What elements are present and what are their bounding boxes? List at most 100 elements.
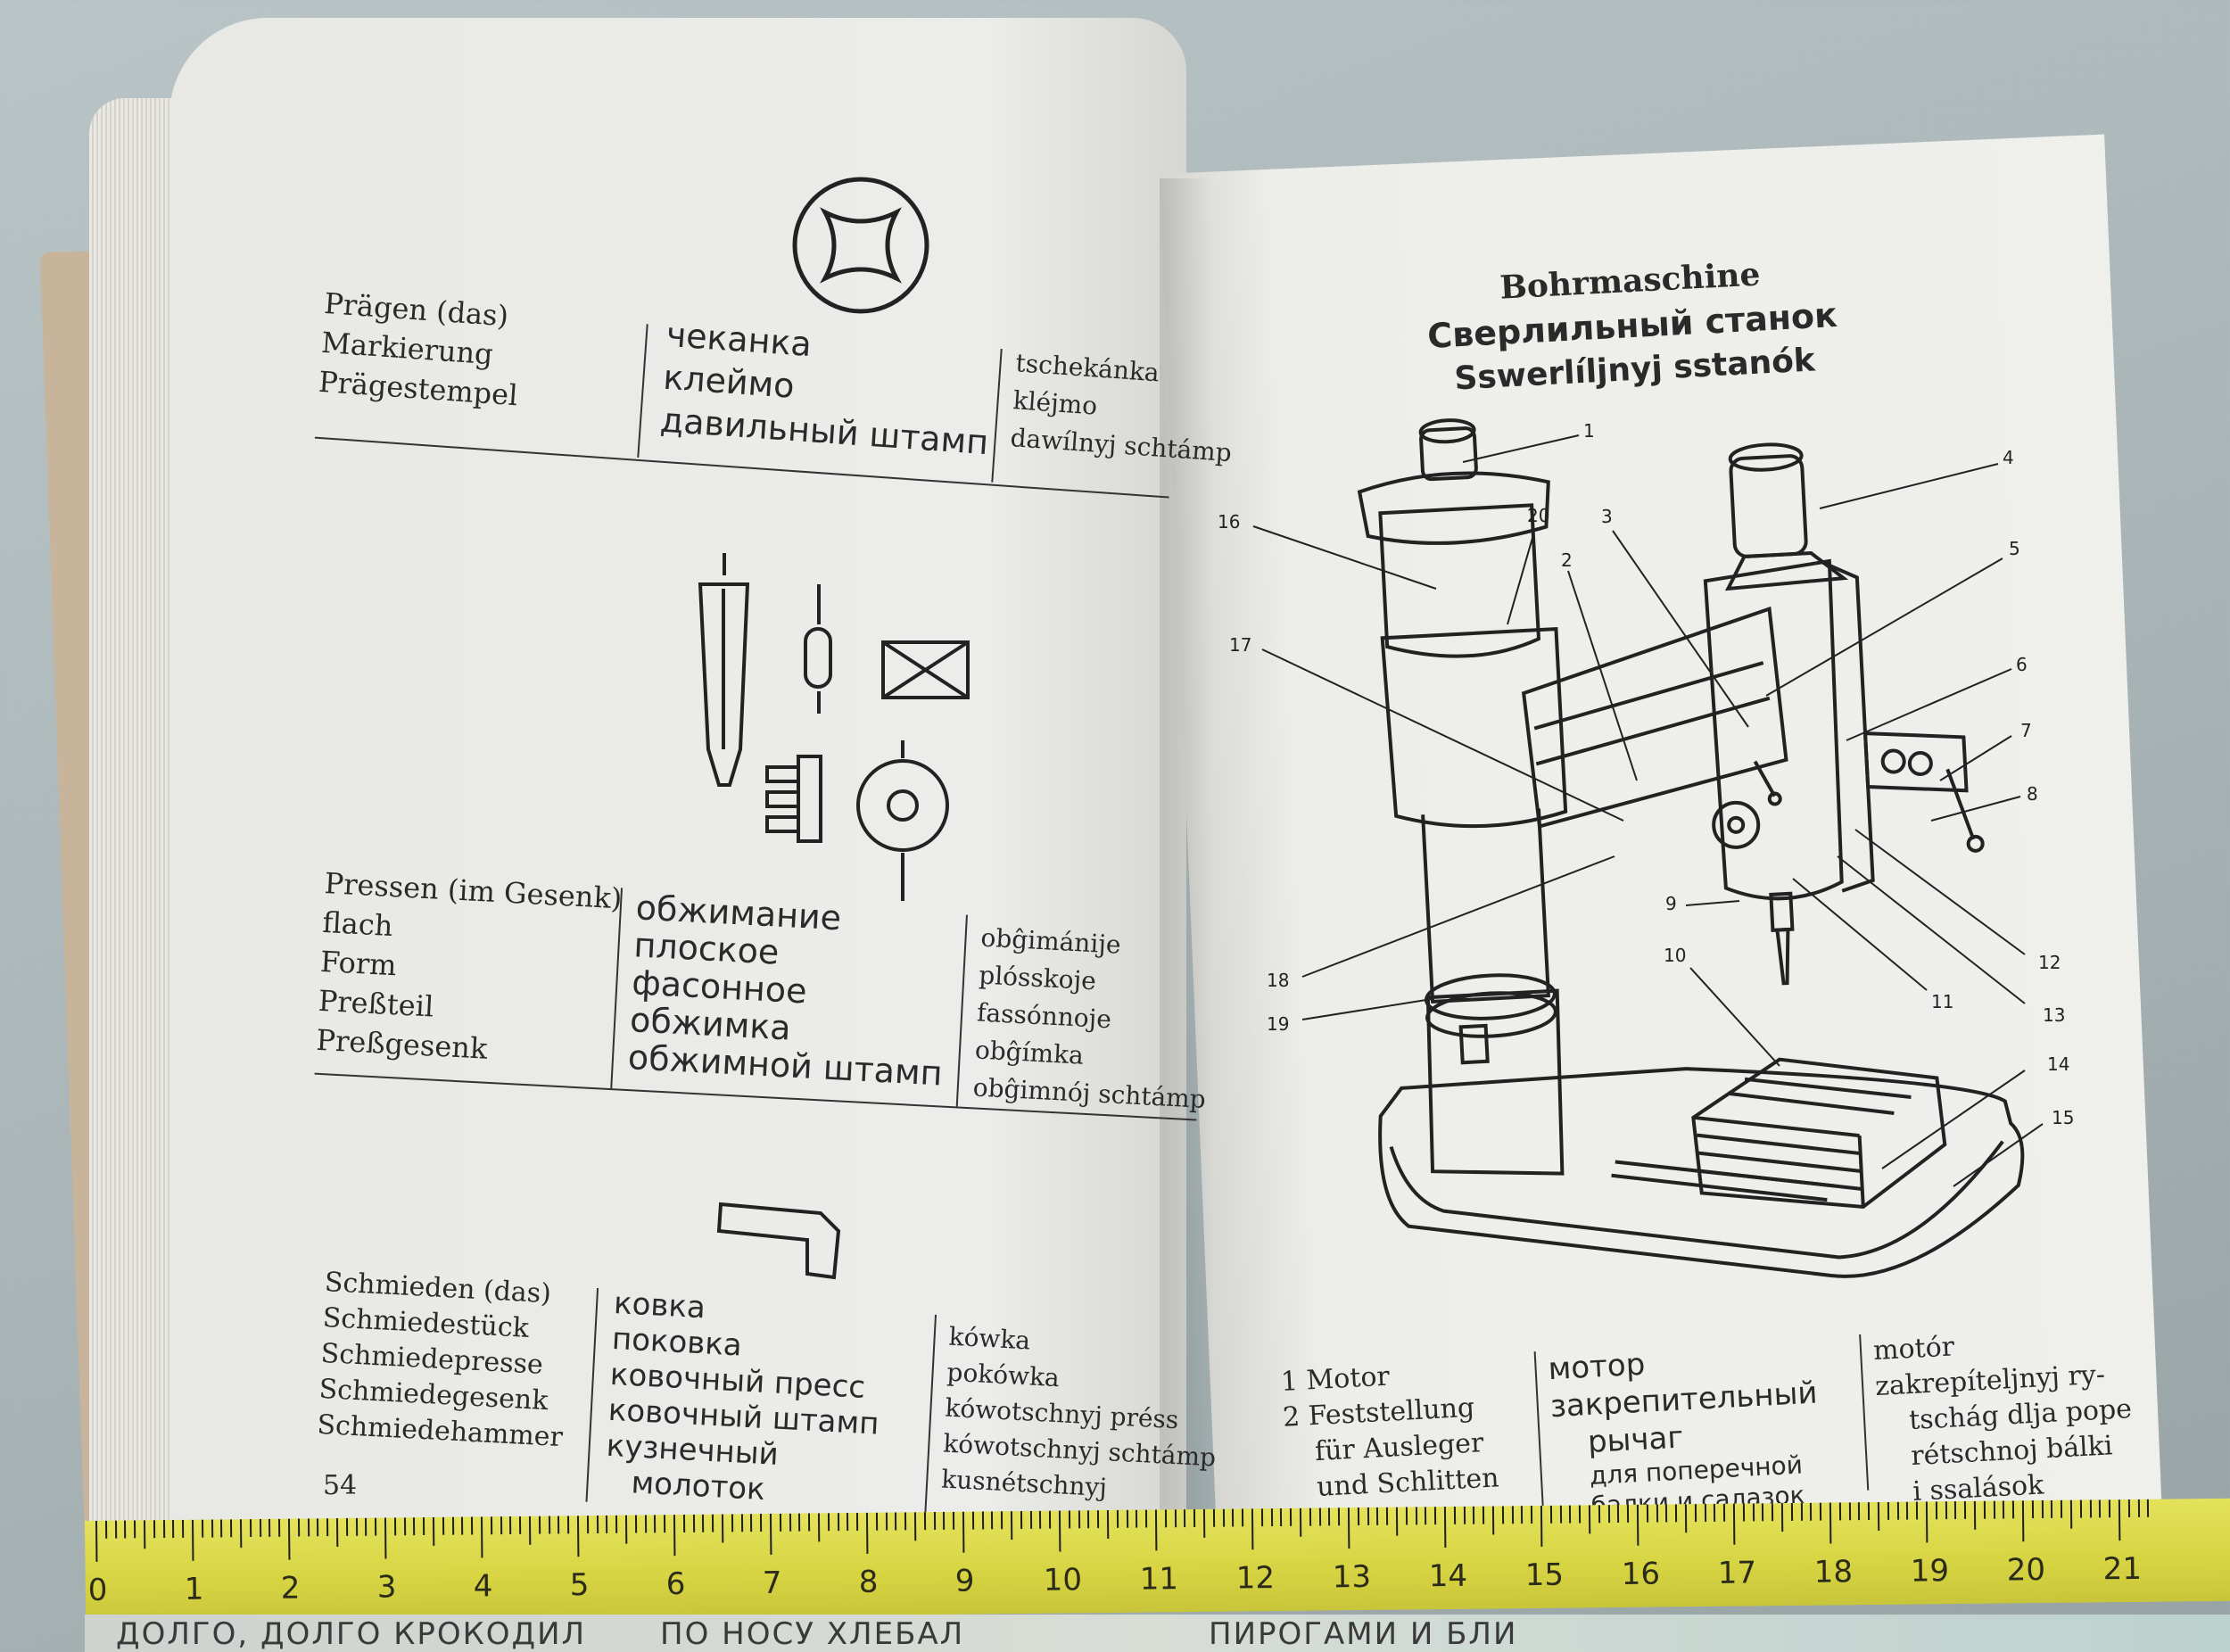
- ruler-tick: [827, 1513, 830, 1532]
- ruler-tick: [1078, 1510, 1080, 1529]
- control-panel: [1862, 731, 1969, 793]
- ruler-tick: [740, 1514, 743, 1532]
- ruler-tick: [1829, 1502, 1832, 1544]
- ruler-tick: [1887, 1501, 1889, 1520]
- ruler-number: 4: [473, 1568, 493, 1605]
- ruler-tick: [375, 1517, 377, 1536]
- ruler-tick: [1694, 1504, 1697, 1523]
- ruler-tick: [1896, 1501, 1899, 1520]
- ruler-tick: [480, 1516, 483, 1558]
- ruler-tick: [249, 1519, 252, 1538]
- ruler-tick: [1569, 1505, 1572, 1524]
- ruler-tick: [682, 1514, 685, 1532]
- ruler-tick: [837, 1513, 839, 1532]
- ruler-tick: [162, 1520, 165, 1539]
- ruler-tick: [2031, 1500, 2034, 1519]
- ruler-tick: [1559, 1505, 1562, 1524]
- ruler-tick: [134, 1520, 136, 1539]
- ruler-tick: [1415, 1507, 1417, 1525]
- ruler-tick: [1810, 1502, 1813, 1521]
- ruler-tick: [1491, 1506, 1495, 1535]
- callout-15: 15: [2052, 1107, 2074, 1128]
- ruler-tick: [634, 1515, 637, 1533]
- ruler-tick: [596, 1515, 599, 1533]
- ruler-tick: [1723, 1503, 1726, 1522]
- callout-14: 14: [2047, 1053, 2069, 1075]
- ruler-tick: [885, 1512, 888, 1531]
- ruler-tick: [1964, 1500, 1967, 1519]
- ruler-tick: [393, 1517, 396, 1536]
- ruler-tick: [1838, 1502, 1841, 1521]
- ruler-number: 6: [665, 1565, 686, 1603]
- ruler-tick: [172, 1519, 175, 1538]
- ruler-tick: [1531, 1506, 1533, 1524]
- callout-numbers: 1 2 3 4 5 6 7 8 9 10 11 12 13 14 15 16 1…: [1218, 420, 2074, 1128]
- ruler-tick: [153, 1520, 156, 1539]
- ruler-tick: [1973, 1500, 1977, 1530]
- ruler-tick: [1598, 1505, 1600, 1524]
- ruler-tick: [1800, 1502, 1803, 1521]
- ruler-number: 19: [1910, 1553, 1950, 1590]
- ruler-tick: [1193, 1508, 1196, 1527]
- ruler-tick: [933, 1512, 936, 1531]
- ruler-tick: [1367, 1507, 1369, 1525]
- ruler-tick: [355, 1517, 358, 1536]
- ruler-number: 17: [1717, 1555, 1757, 1591]
- ruler-tick: [182, 1519, 185, 1538]
- hand-wheel: [1712, 800, 1761, 849]
- callout-9: 9: [1665, 893, 1677, 914]
- ruler-tick: [1521, 1506, 1524, 1524]
- ruler-tick: [1280, 1507, 1283, 1526]
- ruler-tick: [644, 1515, 647, 1533]
- ruler-tick: [442, 1516, 444, 1535]
- embossing-die-icon: [792, 177, 929, 314]
- ruler-tick: [1251, 1508, 1254, 1550]
- ruler-tick: [1820, 1502, 1822, 1521]
- ruler-tick: [2061, 1499, 2063, 1518]
- ruler-tick: [451, 1516, 454, 1535]
- ruler-tick: [211, 1519, 213, 1538]
- ruler-number: 10: [1043, 1562, 1083, 1598]
- ruler-tick: [1154, 1509, 1158, 1551]
- ruler-tick: [1222, 1508, 1225, 1527]
- ruler-number: 15: [1524, 1557, 1565, 1594]
- callout-2: 2: [1561, 549, 1573, 571]
- ruler-tick: [143, 1520, 146, 1549]
- ruler-tick: [615, 1515, 618, 1533]
- ruler-tick: [1202, 1508, 1206, 1538]
- underlying-book-strip: ДОЛГО, ДОЛГО КРОКОДИЛ ПО НОСУ ХЛЕБАЛ ПИР…: [85, 1615, 2230, 1652]
- ruler-tick: [490, 1516, 492, 1535]
- ruler-number: 21: [2102, 1550, 2143, 1588]
- ruler-tick: [2012, 1500, 2015, 1519]
- drill-head: [1703, 558, 1844, 901]
- ruler-number: 8: [858, 1564, 879, 1600]
- ruler-tick: [2069, 1499, 2073, 1529]
- ruler-tick: [1762, 1503, 1764, 1522]
- callout-4: 4: [2003, 447, 2014, 468]
- ruler-number: 13: [1332, 1558, 1372, 1596]
- ruler-tick: [1386, 1507, 1389, 1525]
- callout-20: 20: [1527, 505, 1549, 526]
- work-table: [1691, 1057, 1947, 1210]
- callout-18: 18: [1267, 970, 1289, 991]
- ruler-number: 7: [762, 1565, 782, 1602]
- ruler-tick: [335, 1518, 339, 1548]
- ruler-tick: [1473, 1506, 1475, 1524]
- ruler-tick: [2079, 1499, 2082, 1518]
- ruler-tick: [1443, 1507, 1447, 1549]
- ruler-tick: [1665, 1504, 1668, 1523]
- ruler-tick: [1001, 1511, 1004, 1530]
- ruler-tick: [962, 1511, 965, 1553]
- base-rim: [1389, 1140, 2004, 1260]
- ruler-tick: [624, 1515, 628, 1544]
- ruler-tick: [500, 1516, 502, 1535]
- ruler-tick: [1656, 1504, 1658, 1523]
- ruler-tick: [1607, 1505, 1610, 1524]
- ruler-tick: [856, 1512, 859, 1531]
- ruler-tick: [365, 1517, 368, 1536]
- ruler-tick: [808, 1513, 811, 1532]
- ruler-tick: [817, 1513, 821, 1542]
- die-block-icon: [765, 640, 970, 901]
- ruler-tick: [1290, 1507, 1293, 1526]
- ruler-tick: [1126, 1509, 1128, 1528]
